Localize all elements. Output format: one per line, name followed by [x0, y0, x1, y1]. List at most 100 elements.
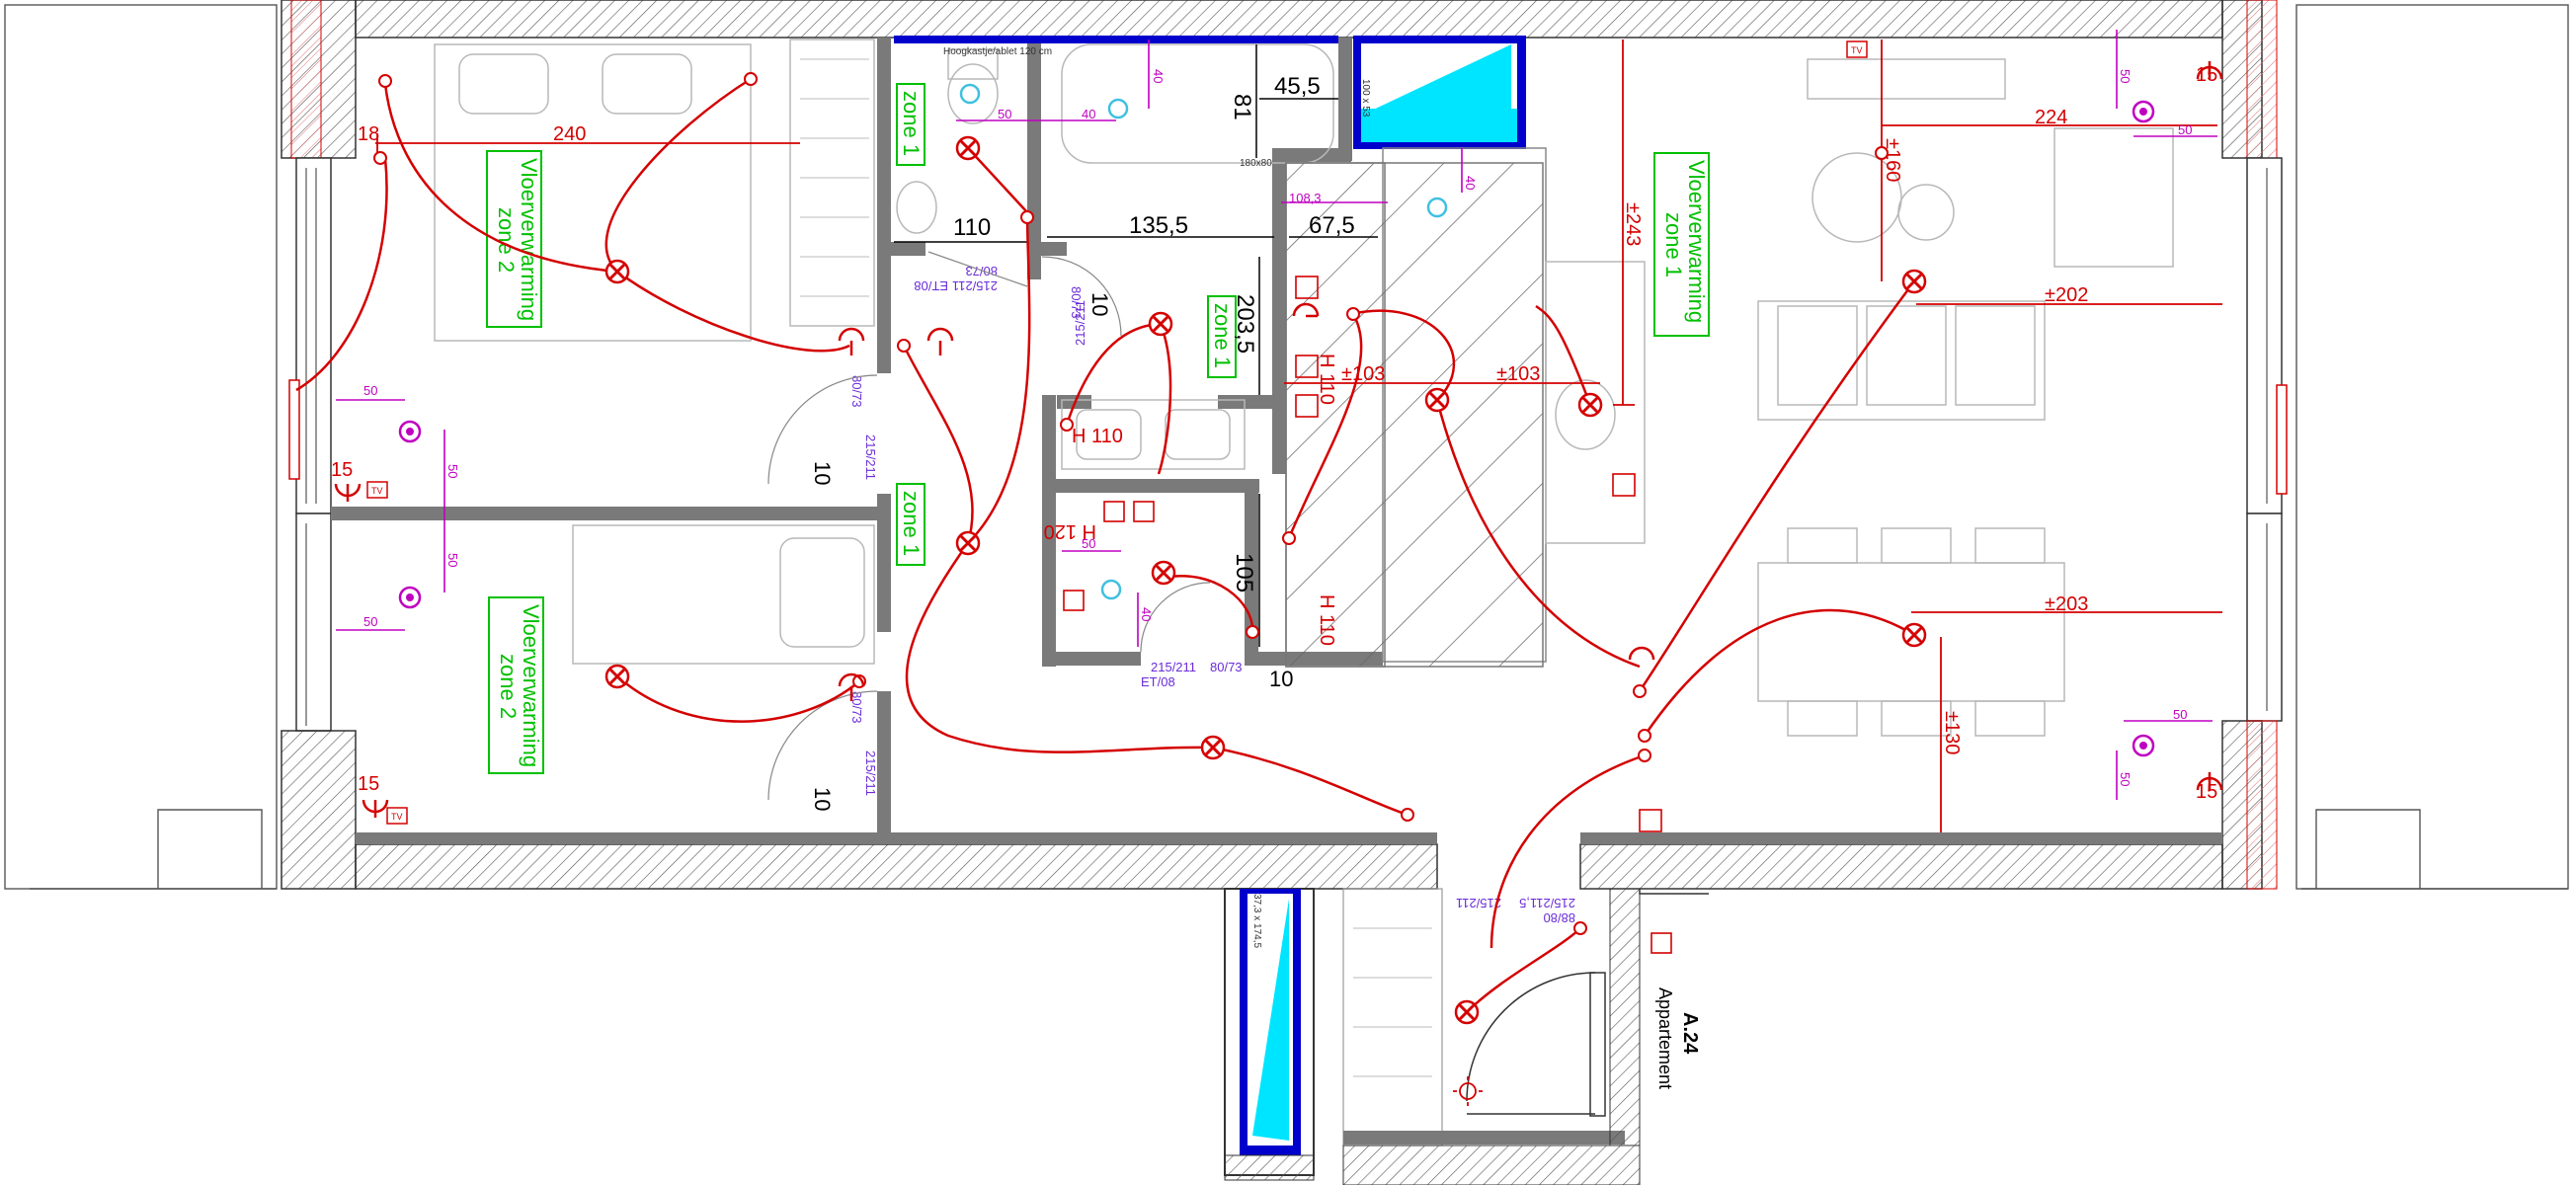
- dim-50: 50: [2118, 772, 2133, 786]
- door-label: 80/73: [849, 691, 864, 724]
- tv-outlets: TV TV TV: [366, 40, 1868, 825]
- ceiling-light-icon: [955, 530, 981, 556]
- right-exterior-wall: [2221, 0, 2288, 890]
- door-label: 215/211: [863, 750, 878, 796]
- sun-icon: [1453, 1076, 1483, 1106]
- data-points: [398, 100, 2155, 757]
- dim-40: 40: [1082, 107, 1095, 121]
- ceiling-light-icon: [1901, 269, 1927, 294]
- dim-243: ±243: [1622, 202, 1644, 246]
- dim-50: 50: [2118, 69, 2133, 83]
- door-label: 215/211: [863, 434, 878, 480]
- left-exterior-wall: [281, 0, 357, 890]
- dim-50: 50: [445, 464, 460, 478]
- dim-50: 50: [363, 614, 377, 629]
- zone-heading: Vloerverwarming: [1684, 160, 1709, 323]
- ceiling-light-icon: [1424, 387, 1450, 413]
- tv-label: TV: [391, 812, 403, 822]
- light-points: [604, 135, 1927, 1025]
- unit-number: A.24: [1679, 1012, 1701, 1055]
- height-110: H 110: [1072, 426, 1123, 447]
- dim-135-5: 135,5: [1129, 212, 1188, 239]
- dim-67-5: 67,5: [1309, 212, 1355, 239]
- dim-10: 10: [810, 787, 835, 811]
- tv-label: TV: [1851, 45, 1863, 55]
- appliance-symbols: [1063, 276, 1672, 954]
- zone-label: zone 1: [899, 491, 924, 556]
- water-points: [959, 83, 1448, 600]
- dim-15: 15: [2196, 781, 2217, 803]
- dim-50: 50: [2178, 122, 2192, 137]
- furniture: [434, 39, 2174, 737]
- dim-203-5: 203,5: [1232, 294, 1258, 354]
- unit-type: Appartement: [1655, 988, 1675, 1089]
- tv-label: TV: [371, 486, 383, 496]
- ceiling-light-icon: [604, 259, 630, 284]
- door-label: 215/211: [1456, 896, 1501, 910]
- dim-103-left: ±103: [1341, 363, 1385, 385]
- shower-label: 180x80: [1240, 158, 1272, 169]
- kitchen-hatched-area: [1285, 162, 1544, 668]
- dim-50: 50: [2173, 707, 2187, 722]
- dim-40: 40: [1463, 176, 1478, 190]
- ceiling-light-icon: [955, 135, 981, 161]
- door-label: 88/80: [1543, 910, 1575, 925]
- door-label: 215/211: [1073, 300, 1087, 346]
- door-label: 215/211,5: [1519, 896, 1575, 910]
- dim-130: ±130: [1941, 711, 1963, 754]
- dim-50: 50: [998, 107, 1011, 121]
- black-dimensions: 110 135,5 67,5 45,5 81 203,5 105 10 10 1…: [810, 44, 1378, 811]
- dim-110: 110: [953, 214, 991, 241]
- height-110: H 110: [1316, 354, 1337, 405]
- dim-50: 50: [1082, 536, 1095, 551]
- interior-walls: [331, 38, 1383, 832]
- entry-annex: 37,3 x 174,5: [1224, 888, 1709, 1185]
- vanity-label: Hoogkastje/ablet 120 cm: [943, 46, 1052, 57]
- dim-50: 50: [363, 383, 377, 398]
- dim-50: 50: [445, 553, 460, 567]
- ceiling-light-icon: [1151, 560, 1176, 586]
- door-label: ET/08: [914, 278, 948, 293]
- dim-40: 40: [1151, 69, 1166, 83]
- door-label: 215/211: [1151, 660, 1196, 674]
- ceiling-light-icon: [1200, 735, 1226, 760]
- ceiling-light-icon: [1148, 311, 1173, 337]
- dim-203: ±203: [2045, 593, 2088, 615]
- annex-window-label: 37,3 x 174,5: [1251, 894, 1262, 948]
- outer-context: [4, 4, 2569, 890]
- dim-103-right: ±103: [1496, 363, 1540, 385]
- ceiling-light-icon: [1454, 999, 1480, 1025]
- zone-heading: Vloerverwarming: [517, 158, 541, 321]
- zone-label: zone 2: [496, 654, 521, 719]
- ceiling-light-icon: [1577, 392, 1603, 418]
- dim-81: 81: [1229, 94, 1255, 120]
- dim-160: ±160: [1882, 138, 1903, 182]
- dim-224: 224: [2035, 107, 2067, 128]
- door-swings: [767, 251, 1211, 801]
- magenta-dimensions: 50 50 50 50 50 40 40 40 50 40 50 50 50 5…: [336, 30, 2217, 800]
- electrical-wiring: [295, 77, 1916, 1013]
- dim-240: 240: [553, 123, 586, 145]
- dim-10: 10: [1269, 667, 1293, 691]
- red-dimensions: 240 18 ±243 224 ±160 ±202 ±103 ±103 ±203…: [331, 40, 2222, 832]
- door-label: 80/73: [1210, 660, 1243, 674]
- dim-15: 15: [358, 773, 379, 795]
- door-labels: 80/73 215/211 ET/08 80/73 215/211 80/73 …: [849, 264, 1575, 925]
- height-120: H 120: [1044, 520, 1096, 542]
- zone-label: zone 1: [1661, 212, 1686, 277]
- top-windows: 100 x 53: [894, 36, 1526, 149]
- door-label: 80/73: [849, 375, 864, 408]
- ceiling-light-icon: [604, 664, 630, 689]
- door-label: 80/73: [1069, 286, 1084, 319]
- door-label: 215/211: [952, 278, 998, 293]
- window-size-label: 100 x 53: [1360, 79, 1371, 118]
- dim-10: 10: [810, 461, 835, 485]
- dim-202: ±202: [2045, 284, 2088, 306]
- zone-label: zone 1: [1210, 303, 1235, 368]
- dim-105: 105: [1231, 553, 1257, 592]
- ceiling-light-icon: [1901, 622, 1927, 648]
- dim-40: 40: [1139, 607, 1154, 621]
- door-label: ET/08: [1141, 674, 1175, 689]
- height-110: H 110: [1316, 594, 1337, 646]
